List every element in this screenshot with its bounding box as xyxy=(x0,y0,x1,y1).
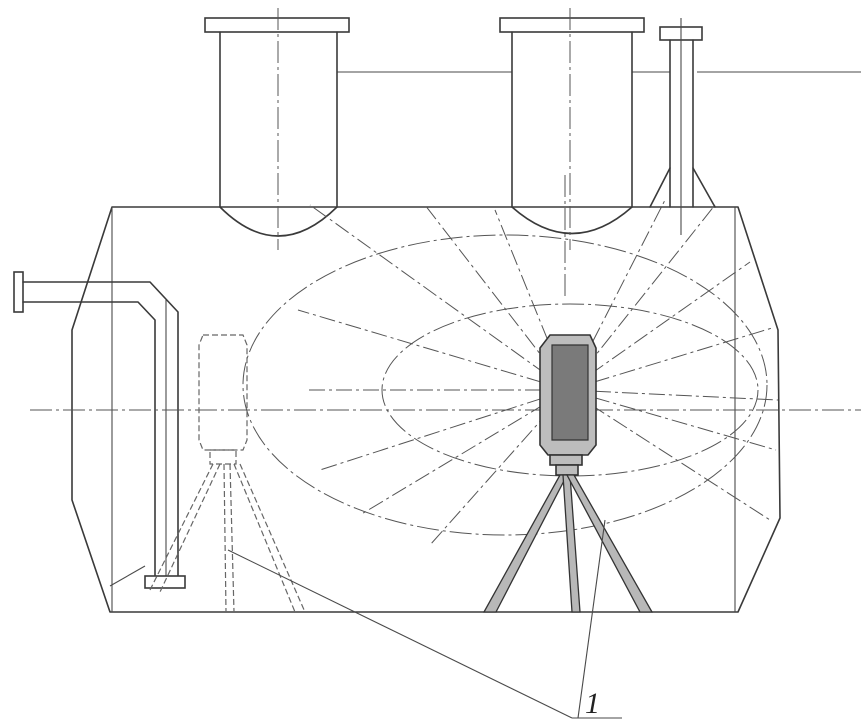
inlet-pipe xyxy=(13,271,186,589)
vent-pipe xyxy=(649,18,716,235)
right-hatch-neck xyxy=(499,8,645,250)
callout-label: 1 xyxy=(585,687,600,720)
scan-ellipses xyxy=(242,234,768,536)
laser-scanner xyxy=(539,334,597,476)
center-axes xyxy=(30,175,861,411)
alternate-scanner-position xyxy=(149,334,306,613)
scan-rays xyxy=(297,199,779,546)
callout-leaders xyxy=(227,519,622,719)
scanner-tripod xyxy=(482,474,654,613)
left-hatch-neck xyxy=(204,8,350,250)
